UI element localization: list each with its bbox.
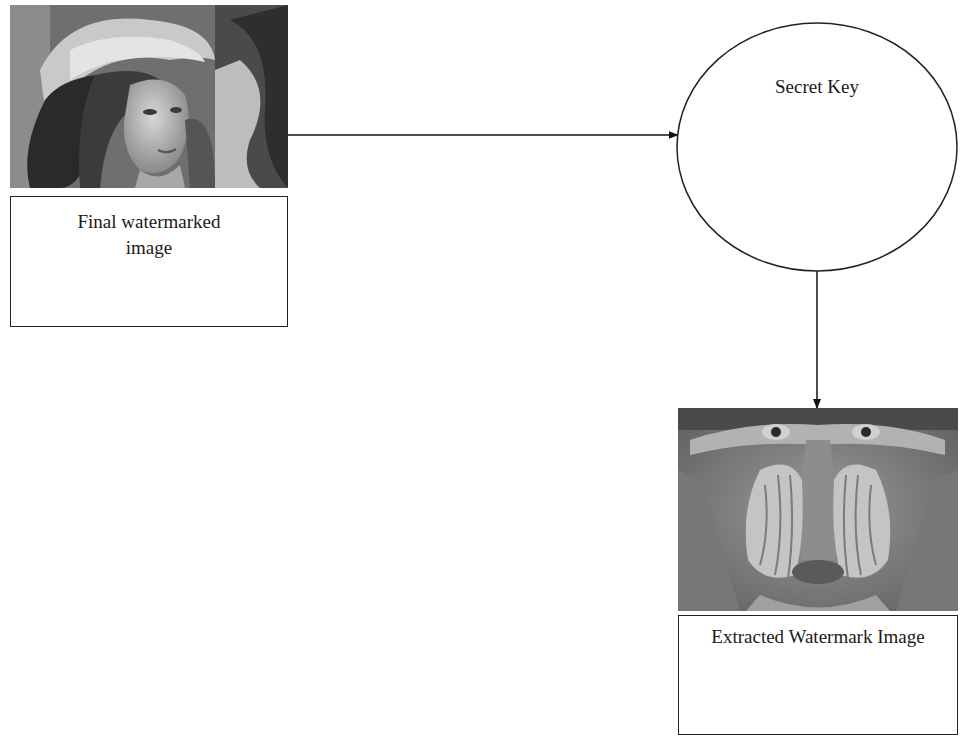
flow-arrow bbox=[288, 134, 678, 136]
caption-box: Final watermarked image bbox=[10, 196, 288, 327]
node-label: Extracted Watermark Image bbox=[703, 624, 933, 650]
watermark-photo bbox=[678, 408, 958, 611]
secret-key-circle: Secret Key bbox=[676, 22, 958, 272]
extracted-watermark-node: Extracted Watermark Image bbox=[678, 408, 958, 735]
watermarked-image-node: Final watermarked image bbox=[10, 5, 288, 327]
node-label: Final watermarked image bbox=[54, 209, 244, 261]
flow-arrow bbox=[816, 271, 818, 408]
caption-box: Extracted Watermark Image bbox=[678, 615, 958, 735]
watermarked-photo bbox=[10, 5, 288, 188]
node-label: Secret Key bbox=[717, 74, 917, 100]
circle-outline bbox=[676, 22, 958, 272]
